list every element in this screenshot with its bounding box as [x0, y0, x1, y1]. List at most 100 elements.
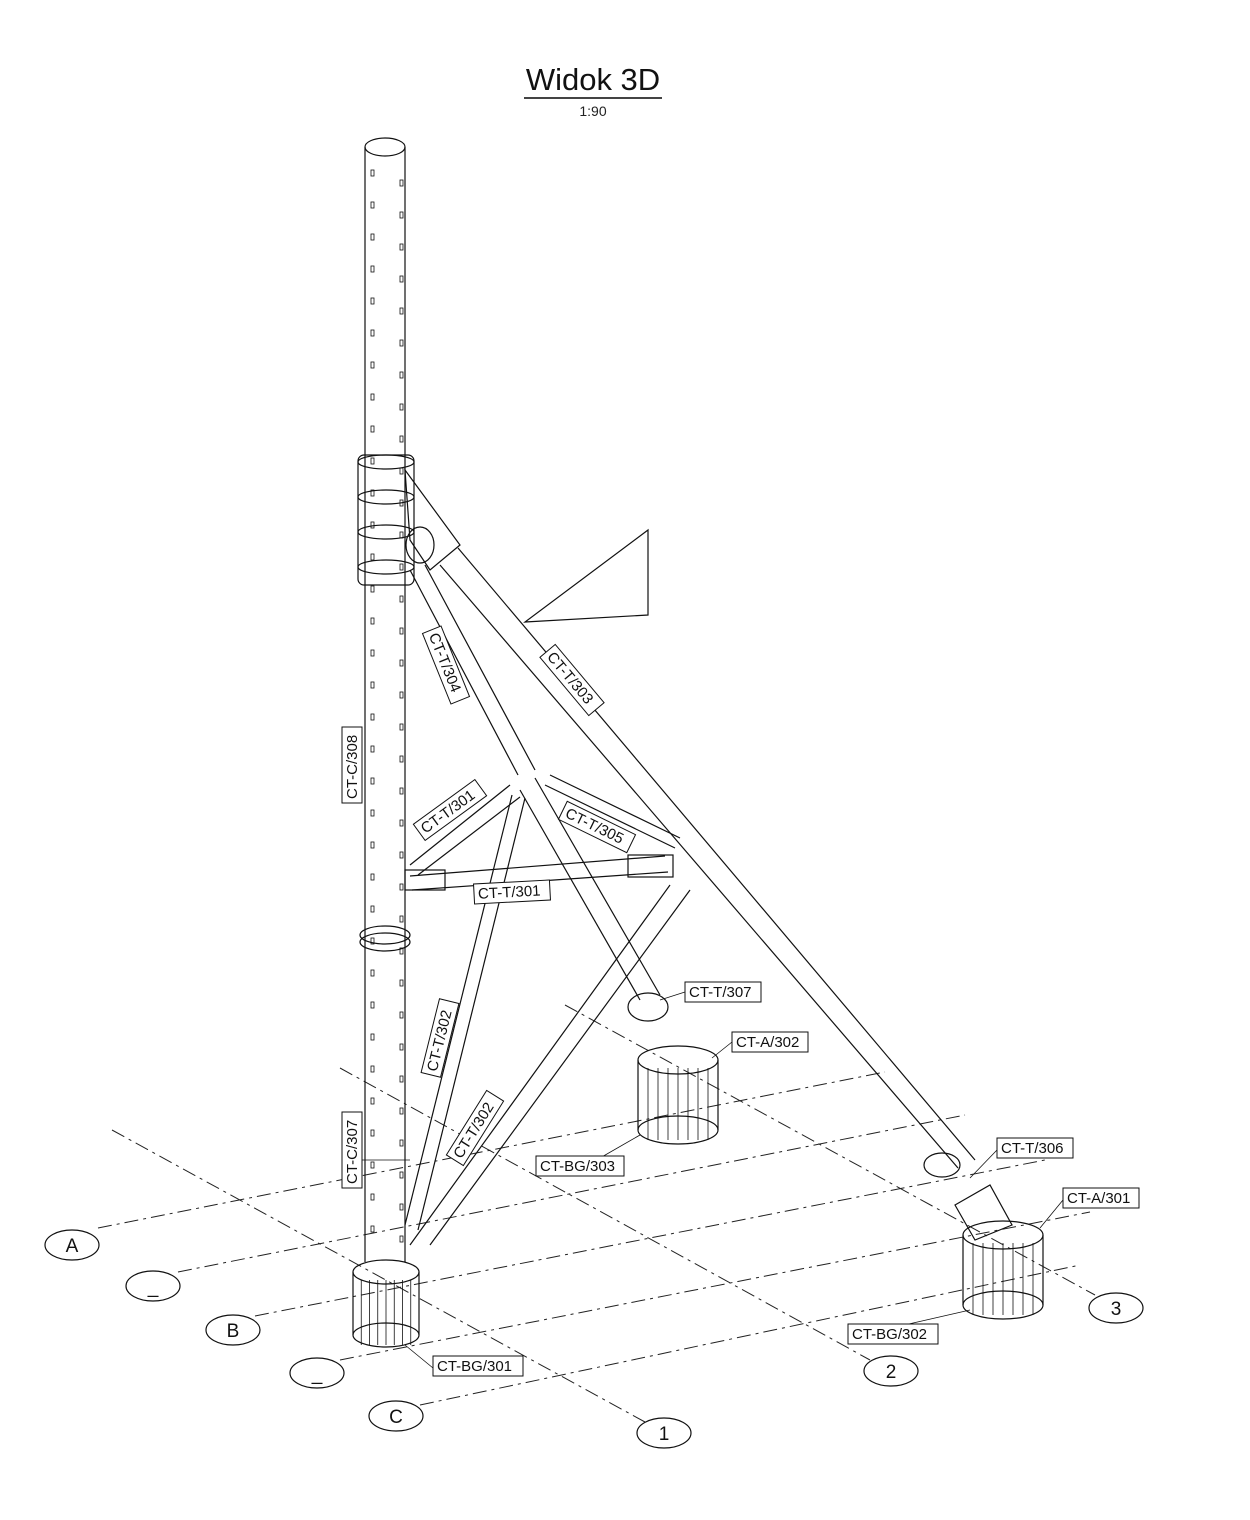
mast-slot: [399, 819, 404, 827]
label-ct-bg-301: CT-BG/301: [432, 1355, 524, 1377]
svg-text:CT-BG/303: CT-BG/303: [540, 1158, 615, 1175]
mast-slot: [399, 947, 404, 955]
leader-lines: [404, 991, 1064, 1369]
mast-slot: [399, 787, 404, 795]
label-ct-t-304: CT-T/304: [421, 625, 471, 705]
svg-text:_: _: [311, 1364, 323, 1385]
mast-slot: [370, 521, 375, 529]
mast-slot: [399, 211, 404, 219]
svg-text:CT-A/302: CT-A/302: [736, 1034, 799, 1051]
mast-slot: [370, 969, 375, 977]
drawing-scale: 1:90: [579, 103, 607, 119]
mast-slot: [399, 403, 404, 411]
svg-text:CT-T/307: CT-T/307: [689, 984, 752, 1001]
svg-text:C: C: [389, 1407, 403, 1428]
mast-slot: [399, 1075, 404, 1083]
grid-line-c: [419, 1264, 1081, 1406]
label-ct-bg-302: CT-BG/302: [847, 1323, 939, 1345]
grid-bubble-2: 2: [863, 1355, 919, 1387]
mast-slot: [370, 1225, 375, 1233]
mast-slot: [370, 649, 375, 657]
mast-slot: [399, 275, 404, 283]
svg-text:CT-T/303: CT-T/303: [543, 649, 596, 708]
svg-text:_: _: [147, 1277, 159, 1298]
mast-slot: [370, 457, 375, 465]
svg-text:CT-T/301: CT-T/301: [418, 787, 479, 838]
mast-slot: [399, 851, 404, 859]
grid-bubble-b2: _: [289, 1357, 345, 1389]
foundations: [352, 1045, 1044, 1348]
svg-text:CT-C/308: CT-C/308: [344, 735, 361, 799]
svg-text:CT-T/306: CT-T/306: [1001, 1140, 1064, 1157]
foundation-ct-bg-301: [352, 1259, 420, 1348]
mast-slot: [370, 1193, 375, 1201]
mast-slot: [370, 713, 375, 721]
title-text: Widok 3D: [523, 62, 663, 99]
foundation-ct-bg-302: [962, 1220, 1044, 1320]
svg-text:CT-C/307: CT-C/307: [344, 1120, 361, 1184]
mast-slot: [399, 1139, 404, 1147]
svg-text:CT-T/301: CT-T/301: [478, 883, 541, 903]
mast-slot: [399, 979, 404, 987]
svg-text:A: A: [66, 1236, 79, 1257]
svg-text:2: 2: [886, 1362, 897, 1383]
label-ct-t-306: CT-T/306: [996, 1137, 1074, 1159]
label-ct-c-307: CT-C/307: [341, 1111, 363, 1189]
mast-slot: [370, 1001, 375, 1009]
mast-slot: [399, 467, 404, 475]
grid-bubble-a: A: [44, 1229, 100, 1261]
grid-lines: [97, 1004, 1096, 1423]
label-ct-t-302-left: CT-T/302: [420, 998, 460, 1078]
grid-line-b2: [339, 1211, 1091, 1361]
grid-bubble-c: C: [368, 1400, 424, 1432]
svg-text:1: 1: [659, 1424, 670, 1445]
mast-slot: [399, 307, 404, 315]
mast-slot: [399, 659, 404, 667]
mast-slot: [399, 1043, 404, 1051]
mast-slot: [370, 1129, 375, 1137]
grid-bubble-a2: _: [125, 1270, 181, 1302]
grid-line-1: [111, 1129, 646, 1423]
label-ct-t-307: CT-T/307: [684, 981, 762, 1003]
mast-slot: [370, 1097, 375, 1105]
mast-slot: [399, 1011, 404, 1019]
mast-slot: [399, 627, 404, 635]
grid-line-2: [339, 1067, 871, 1361]
label-ct-a-301: CT-A/301: [1062, 1187, 1140, 1209]
grid-bubble-3: 3: [1088, 1292, 1144, 1324]
mast-slot: [370, 937, 375, 945]
svg-text:B: B: [227, 1321, 240, 1342]
mast-slot: [399, 243, 404, 251]
braces: [404, 467, 1013, 1246]
mast-slot: [399, 1107, 404, 1115]
grid-bubble-1: 1: [636, 1417, 692, 1449]
mast-slot: [370, 201, 375, 209]
grid-line-a2: [177, 1114, 966, 1273]
foundation-ct-bg-303: [637, 1045, 719, 1145]
mast-slot: [399, 1235, 404, 1243]
label-ct-bg-303: CT-BG/303: [535, 1155, 625, 1177]
mast-slot: [370, 297, 375, 305]
mast-slot: [370, 873, 375, 881]
mast-slot: [370, 617, 375, 625]
mast-slot: [399, 1203, 404, 1211]
mast-slot: [399, 915, 404, 923]
mast-slot: [370, 681, 375, 689]
mast-slot: [370, 585, 375, 593]
mast-slot: [399, 1171, 404, 1179]
mast-slot: [399, 339, 404, 347]
svg-text:CT-T/302: CT-T/302: [450, 1100, 498, 1162]
mast-slot: [370, 553, 375, 561]
label-ct-t-303: CT-T/303: [539, 643, 605, 717]
mast-slot: [370, 777, 375, 785]
grid-line-a: [97, 1071, 886, 1229]
mast-slot: [370, 809, 375, 817]
mast-slot: [399, 179, 404, 187]
mast-slot: [399, 691, 404, 699]
mast-slot: [370, 1161, 375, 1169]
label-ct-a-302: CT-A/302: [731, 1031, 809, 1053]
mast-slot: [399, 563, 404, 571]
mast-slot: [370, 233, 375, 241]
grid-bubble-b: B: [205, 1314, 261, 1346]
